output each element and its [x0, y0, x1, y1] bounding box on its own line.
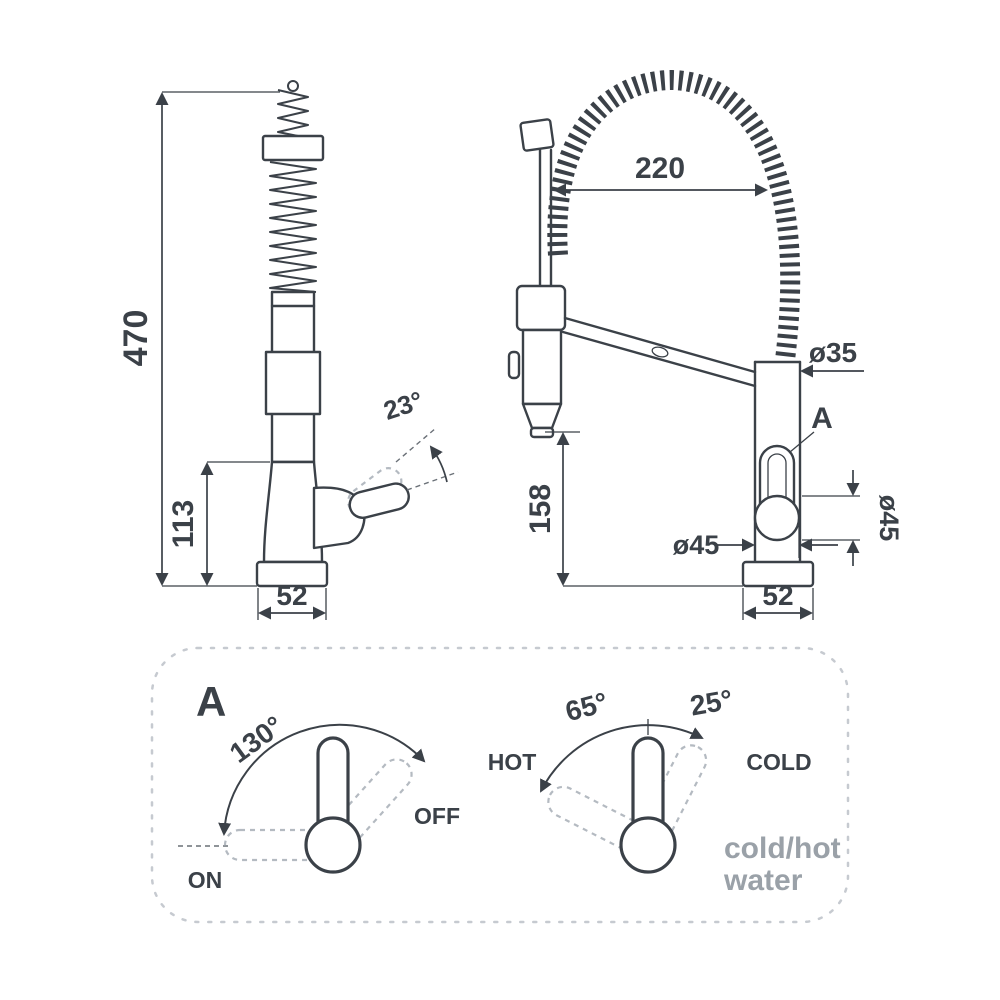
spout-arm-bottom	[561, 330, 757, 388]
dim-label-o35: ø35	[809, 337, 857, 368]
dimension-base-width-right: 52	[742, 580, 814, 620]
handle-axis-line	[406, 471, 459, 491]
detail-panel: A 130° ON OFF 65° 25° HOT COLD cold/hot	[150, 646, 850, 924]
dimension-base-diameter: ø45	[802, 470, 904, 566]
dimension-spray-height: 158	[524, 431, 743, 587]
on-label: ON	[188, 867, 223, 893]
handle-base-knob	[619, 816, 677, 874]
hot-label: HOT	[488, 749, 537, 775]
handle-hot-position	[547, 785, 653, 856]
dimension-base-width-left: 52	[257, 580, 327, 620]
dimension-reach: 220	[553, 152, 768, 197]
dimension-handle-diameter: ø45	[673, 526, 838, 560]
base-plate-right	[741, 560, 815, 588]
spring-coil-arc	[547, 69, 801, 362]
dim-label-52: 52	[276, 580, 307, 611]
handle-angle-arc	[429, 445, 448, 483]
mixing-arc	[540, 724, 704, 793]
dimension-spout-height: 113	[167, 461, 270, 586]
dim-label-470: 470	[117, 310, 155, 367]
caption-line-1: cold/hot	[724, 832, 841, 865]
panel-border	[150, 646, 850, 924]
main-spring	[269, 161, 317, 293]
cold-angle-label: 25°	[688, 684, 735, 722]
base-plate-left	[255, 560, 329, 588]
spout-arm-top	[563, 316, 757, 374]
off-label: OFF	[414, 803, 460, 829]
dim-label-o45-base: ø45	[874, 495, 904, 542]
spray-head-top	[515, 284, 567, 332]
hose-elbow	[519, 118, 555, 152]
spring-collar	[261, 134, 325, 162]
mixing-diagram: 65° 25° HOT COLD cold/hot water	[488, 684, 841, 897]
dim-label-220: 220	[635, 152, 685, 185]
left-view: 23° 470 113 52	[117, 80, 459, 620]
dimension-body-diameter: ø35	[800, 337, 864, 378]
right-view: 220 ø35 A 158 ø45	[507, 69, 904, 620]
dim-label-52: 52	[762, 580, 793, 611]
dim-label-o45-handle: ø45	[673, 530, 720, 560]
detail-marker-label: A	[811, 402, 833, 435]
cold-label: COLD	[746, 749, 811, 775]
spray-head	[507, 284, 567, 439]
hose-hook	[287, 80, 299, 92]
caption-line-2: water	[723, 864, 803, 897]
panel-marker-label: A	[196, 678, 226, 725]
rotation-arc	[218, 723, 426, 836]
onoff-diagram: 130° ON OFF	[178, 710, 460, 893]
upper-spring	[277, 89, 309, 139]
dim-label-113: 113	[167, 500, 200, 548]
dim-label-158: 158	[524, 484, 557, 534]
handle-knob	[753, 494, 801, 542]
neck-sleeve	[264, 350, 322, 416]
arm-detail-hole	[651, 346, 669, 358]
spray-button	[507, 350, 521, 380]
handle-base-knob	[304, 816, 362, 874]
handle-lever	[348, 482, 410, 520]
detail-leader-line	[789, 431, 815, 453]
spray-head-body	[521, 328, 563, 406]
dimension-total-height: 470	[117, 91, 280, 587]
